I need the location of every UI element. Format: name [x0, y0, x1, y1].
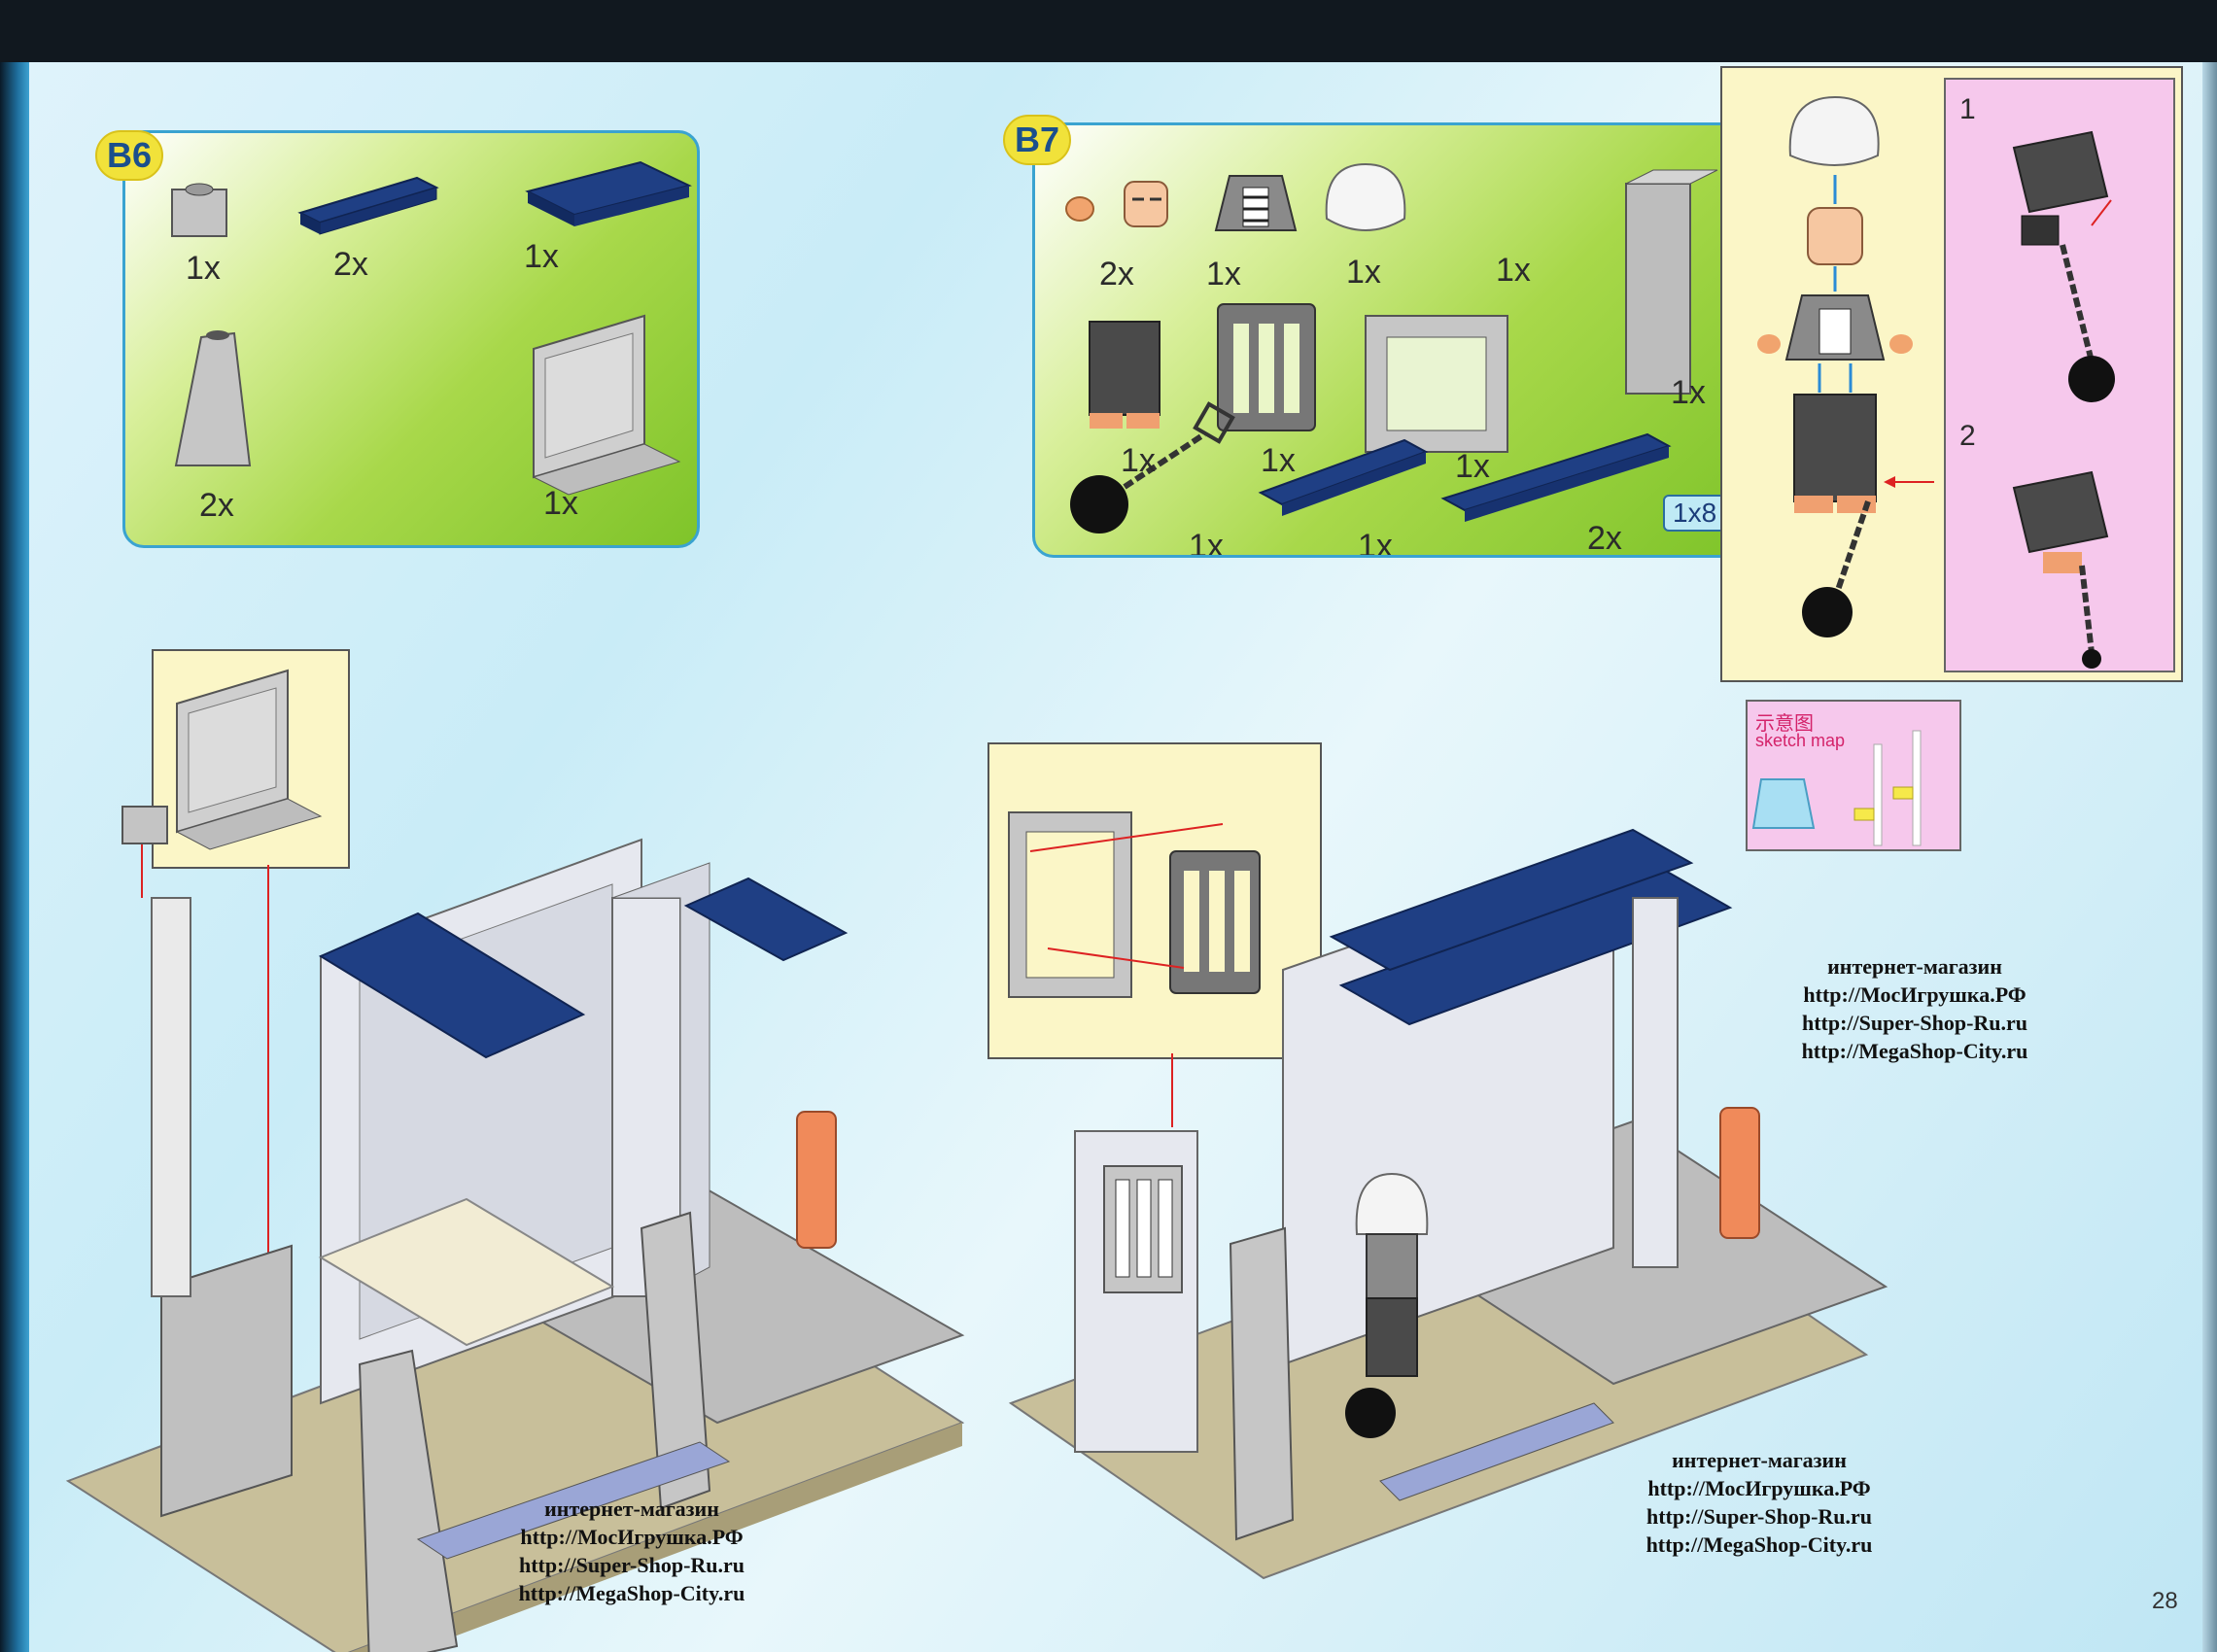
step-b7-badge: B7 [1003, 115, 1072, 165]
jail-bars-icon [1217, 303, 1316, 431]
dark-blue-1x6-plate-icon [1258, 438, 1429, 516]
b7-qty-bars: 1x [1261, 442, 1296, 479]
b6-callout-panel-drawing [175, 669, 323, 850]
minifig-legs-icon [1089, 321, 1160, 429]
sketch-drawing [1751, 730, 1922, 846]
b6-qty-5: 1x [543, 485, 578, 522]
b7-qty-head: 1x [1206, 256, 1241, 293]
shop-credits-left-bottom: интернет-магазин http://МосИгрушка.РФ ht… [486, 1495, 778, 1607]
credit-link[interactable]: http://MegaShop-City.ru [1645, 1532, 1873, 1557]
shop-credits-right-top: интернет-магазин http://МосИгрушка.РФ ht… [1769, 952, 2061, 1065]
b7-parts-illustrations [1065, 162, 1718, 533]
credit-link[interactable]: http://Super-Shop-Ru.ru [518, 1553, 745, 1577]
credit-heading: интернет-магазин [544, 1497, 719, 1521]
credit-link[interactable]: http://Super-Shop-Ru.ru [1801, 1011, 2028, 1035]
leg-chain-attach-drawing [2012, 130, 2115, 669]
minifig-step-1: 1 [1959, 93, 1976, 125]
minifig-steps-pink-box: 1 2 [1944, 78, 2175, 672]
minifig-step-2: 2 [1959, 420, 1976, 452]
shop-credits-right-bottom: интернет-магазин http://МосИгрушка.РФ ht… [1613, 1446, 1905, 1559]
b7-qty-plate-1x8: 2x [1587, 520, 1622, 557]
b7-qty-chain: 1x [1189, 528, 1224, 558]
b6-qty-3: 1x [524, 238, 559, 275]
b6-qty-2: 2x [333, 246, 368, 283]
b7-qty-hand: 2x [1099, 256, 1134, 293]
sketch-title-cn: 示意图 [1755, 713, 1814, 735]
step-b6-badge: B6 [95, 130, 164, 181]
b7-callout-drawing [1008, 811, 1261, 998]
b6-parts-panel: 1x 2x 1x 2x 1x [122, 130, 700, 548]
minifig-assembly-drawing [1757, 95, 1934, 637]
minifig-head-icon [1124, 181, 1168, 227]
b6-qty-1: 1x [186, 250, 221, 287]
ball-and-chain-icon [1070, 401, 1235, 533]
white-hair-beard-icon [1325, 162, 1406, 231]
credit-link[interactable]: http://МосИгрушка.РФ [1803, 982, 2026, 1007]
sketch-map-box: 示意图 sketch map [1746, 700, 1961, 851]
page-edge [2202, 62, 2217, 1652]
b6-callout-box [152, 649, 350, 869]
b6-model-drawing [65, 806, 965, 1652]
gray-slope-brick-icon [174, 330, 252, 466]
b7-qty-legs: 1x [1121, 442, 1156, 479]
b7-qty-hair: 1x [1496, 252, 1531, 289]
sketch-title-en: sketch map [1755, 731, 1846, 750]
b7-qty-tall-brick: 1x [1671, 374, 1706, 411]
instruction-page: 1x 2x 1x 2x 1x B6 [29, 62, 2202, 1652]
credit-heading: интернет-магазин [1827, 954, 2002, 979]
b7-qty-plate-1x6: 1x [1358, 528, 1393, 558]
booklet-spine [0, 62, 29, 1652]
b7-size-tag: 1x8 [1663, 495, 1727, 532]
b7-qty-window: 1x [1455, 448, 1490, 485]
b7-model-drawing [1008, 828, 1888, 1580]
b6-qty-4: 2x [199, 487, 234, 524]
gray-1x1-brick-icon [171, 183, 227, 237]
dark-blue-1x8-plate-icon [1440, 432, 1672, 522]
credit-link[interactable]: http://MegaShop-City.ru [518, 1581, 745, 1605]
page-number: 28 [2152, 1588, 2178, 1614]
credit-link[interactable]: http://МосИгрушка.РФ [1647, 1476, 1871, 1500]
dark-blue-1x4-plate-icon [297, 176, 439, 235]
scanner-background-top [0, 0, 2217, 62]
credit-heading: интернет-магазин [1672, 1448, 1847, 1472]
window-frame-icon [1365, 315, 1508, 453]
credit-link[interactable]: http://МосИгрушка.РФ [520, 1525, 744, 1549]
tall-gray-brick-icon [1625, 169, 1718, 395]
minifig-hand-icon [1065, 196, 1094, 222]
dark-blue-2x4-plate-icon [525, 160, 692, 226]
gray-wall-panel-icon [532, 314, 681, 496]
prisoner-torso-icon [1214, 175, 1298, 231]
b7-parts-panel: 2x 1x 1x 1x 1x 1x 1x 1x 1x 1x 2x 1x8 [1032, 122, 1746, 558]
minifig-assembly-box: 1 2 [1720, 66, 2183, 682]
b6-parts-illustrations [171, 160, 692, 496]
b7-qty-torso: 1x [1346, 254, 1381, 291]
credit-link[interactable]: http://Super-Shop-Ru.ru [1645, 1504, 1873, 1529]
credit-link[interactable]: http://MegaShop-City.ru [1801, 1039, 2028, 1063]
b7-callout-box [987, 742, 1322, 1059]
